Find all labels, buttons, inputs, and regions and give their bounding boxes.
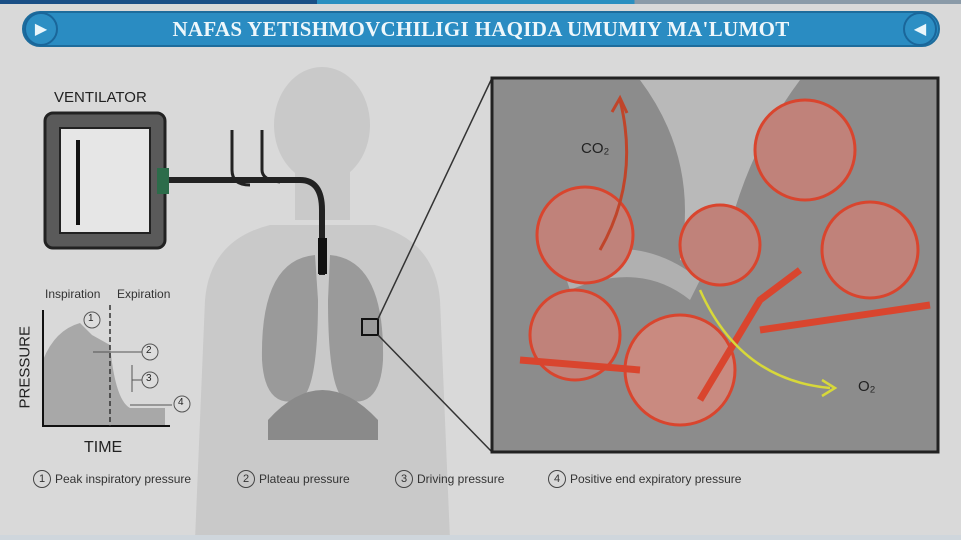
legend-label: Plateau pressure bbox=[259, 472, 350, 486]
marker-1: 1 bbox=[88, 313, 94, 324]
previous-button[interactable]: ◀ bbox=[903, 12, 937, 46]
marker-2: 2 bbox=[146, 345, 152, 356]
pressure-axis-label: PRESSURE bbox=[16, 325, 34, 409]
legend-label: Driving pressure bbox=[417, 472, 505, 486]
title-bar: NAFAS YETISHMOVCHILIGI HAQIDA UMUMIY MA'… bbox=[22, 11, 940, 47]
o2-label: O₂ bbox=[858, 378, 876, 395]
alveoli-zoom-panel bbox=[490, 76, 940, 454]
page-title: NAFAS YETISHMOVCHILIGI HAQIDA UMUMIY MA'… bbox=[172, 16, 790, 41]
legend-item: 3 Driving pressure bbox=[395, 470, 504, 488]
pressure-time-graph bbox=[42, 305, 191, 427]
legend-item: 4 Positive end expiratory pressure bbox=[548, 470, 741, 488]
co2-label: CO₂ bbox=[581, 140, 610, 157]
bottom-strip bbox=[0, 535, 961, 540]
lungs bbox=[261, 255, 384, 440]
legend-number: 3 bbox=[395, 470, 413, 488]
legend-number: 1 bbox=[33, 470, 51, 488]
expiration-label: Expiration bbox=[117, 287, 171, 301]
ventilator-device bbox=[43, 111, 169, 250]
play-right-icon: ▶ bbox=[34, 21, 48, 38]
play-left-icon: ◀ bbox=[913, 21, 927, 38]
inspiration-label: Inspiration bbox=[45, 287, 101, 301]
legend-label: Positive end expiratory pressure bbox=[570, 472, 742, 486]
marker-4: 4 bbox=[178, 397, 184, 408]
ventilator-label: VENTILATOR bbox=[54, 89, 147, 106]
zoom-region-marker bbox=[361, 318, 379, 336]
time-axis-label: TIME bbox=[84, 439, 123, 456]
legend-number: 2 bbox=[237, 470, 255, 488]
legend-label: Peak inspiratory pressure bbox=[55, 472, 192, 486]
next-button[interactable]: ▶ bbox=[24, 12, 58, 46]
breathing-tube bbox=[165, 177, 325, 275]
top-strip bbox=[0, 0, 961, 4]
legend-item: 2 Plateau pressure bbox=[237, 470, 350, 488]
marker-3: 3 bbox=[146, 373, 152, 384]
legend-item: 1 Peak inspiratory pressure bbox=[33, 470, 191, 488]
legend-number: 4 bbox=[548, 470, 566, 488]
